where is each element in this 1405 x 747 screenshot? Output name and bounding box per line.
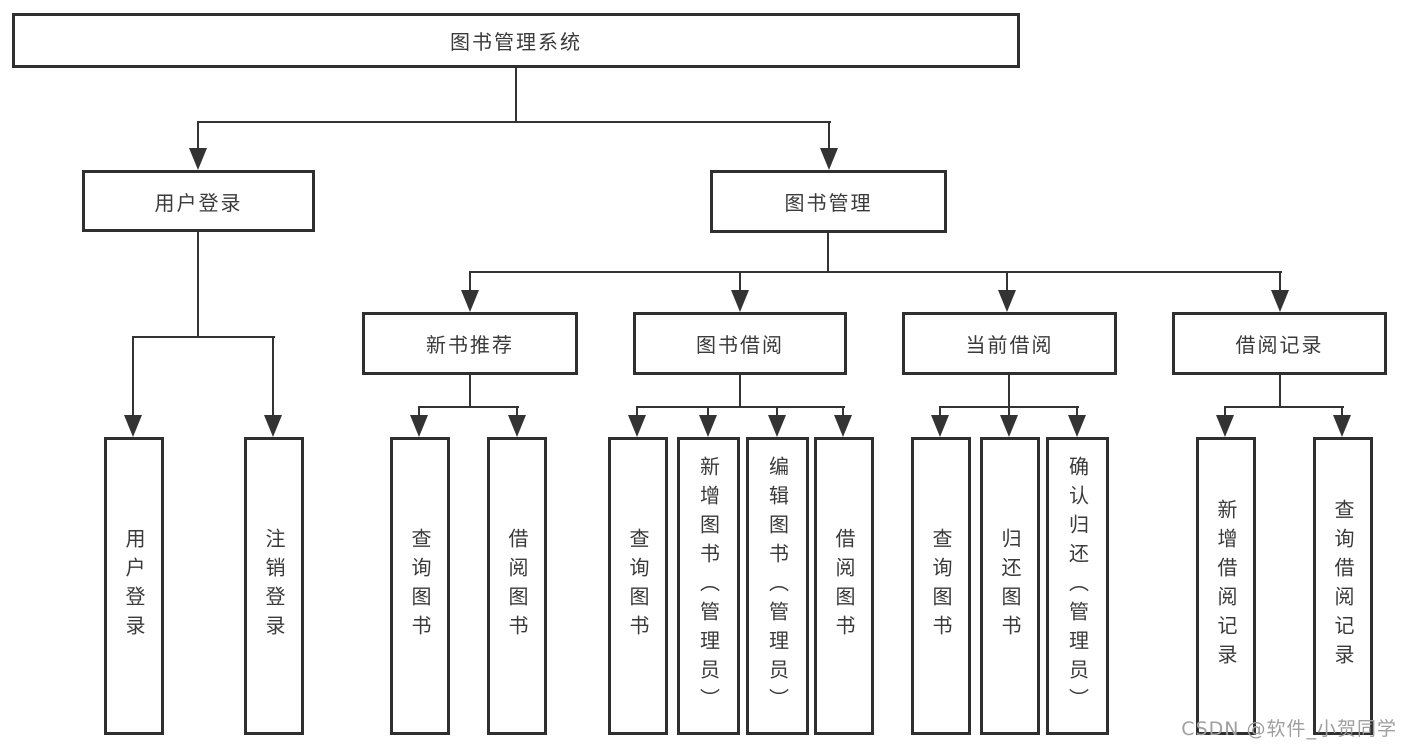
connector-line [1008,406,1010,418]
connector-line [828,121,830,150]
leaf-nb-borrow-books: 借阅图书 [487,437,547,735]
arrowhead-down-icon [508,415,526,437]
connector-line [272,336,274,417]
connector-line [776,406,778,418]
arrowhead-down-icon [820,148,838,170]
arrowhead-down-icon [461,290,479,312]
arrowhead-down-icon [1068,415,1086,437]
csdn-watermark: CSDN @软件_小贺同学 [1181,718,1397,740]
connector-line [197,121,831,123]
leaf-br-query-record: 查询借阅记录 [1313,437,1373,735]
connector-line [197,232,199,338]
connector-line [418,406,519,408]
connector-line [842,406,844,418]
connector-line [1279,375,1281,408]
node-root: 图书管理系统 [12,13,1020,68]
arrowhead-down-icon [264,415,282,437]
arrowhead-down-icon [699,415,717,437]
connector-line [739,271,741,293]
connector-line [827,233,829,273]
leaf-user-login: 用户登录 [104,437,164,735]
node-book-management: 图书管理 [710,170,947,233]
leaf-bb-add-books: 新增图书（管理员） [677,437,740,735]
arrowhead-down-icon [1271,290,1289,312]
node-borrowing-records: 借阅记录 [1172,312,1387,375]
arrowhead-down-icon [768,415,786,437]
arrowhead-down-icon [931,415,949,437]
connector-line [1076,406,1078,418]
connector-line [516,406,518,418]
leaf-cb-confirm-return: 确认归还（管理员） [1046,437,1109,735]
connector-line [939,406,941,418]
connector-line [197,121,199,150]
connector-line [132,336,275,338]
leaf-cb-query-books: 查询图书 [911,437,971,735]
leaf-logout: 注销登录 [244,437,304,735]
node-user-login: 用户登录 [82,170,315,232]
arrowhead-down-icon [124,415,142,437]
leaf-nb-query-books: 查询图书 [390,437,450,735]
connector-line [469,271,1282,273]
leaf-bb-borrow-books: 借阅图书 [814,437,874,735]
arrowhead-down-icon [1216,415,1234,437]
connector-line [1279,271,1281,293]
arrowhead-down-icon [410,415,428,437]
arrowhead-down-icon [1000,415,1018,437]
connector-line [515,68,517,123]
leaf-bb-query-books: 查询图书 [608,437,668,735]
connector-line [1224,406,1226,418]
connector-line [636,406,845,408]
connector-line [469,375,471,408]
connector-line [739,375,741,408]
connector-line [1224,406,1344,408]
leaf-bb-edit-books: 编辑图书（管理员） [746,437,809,735]
arrowhead-down-icon [731,290,749,312]
arrowhead-down-icon [834,415,852,437]
arrowhead-down-icon [998,290,1016,312]
leaf-br-add-record: 新增借阅记录 [1196,437,1256,735]
connector-line [1008,375,1010,408]
connector-line [1341,406,1343,418]
connector-line [636,406,638,418]
arrowhead-down-icon [1333,415,1351,437]
leaf-cb-return-books: 归还图书 [980,437,1040,735]
node-current-borrowing: 当前借阅 [902,312,1117,375]
node-book-borrowing: 图书借阅 [633,312,847,375]
arrowhead-down-icon [189,148,207,170]
connector-line [418,406,420,418]
connector-line [707,406,709,418]
arrowhead-down-icon [628,415,646,437]
connector-line [469,271,471,293]
node-new-book-recommend: 新书推荐 [362,312,578,375]
connector-line [1006,271,1008,293]
connector-line [132,336,134,417]
